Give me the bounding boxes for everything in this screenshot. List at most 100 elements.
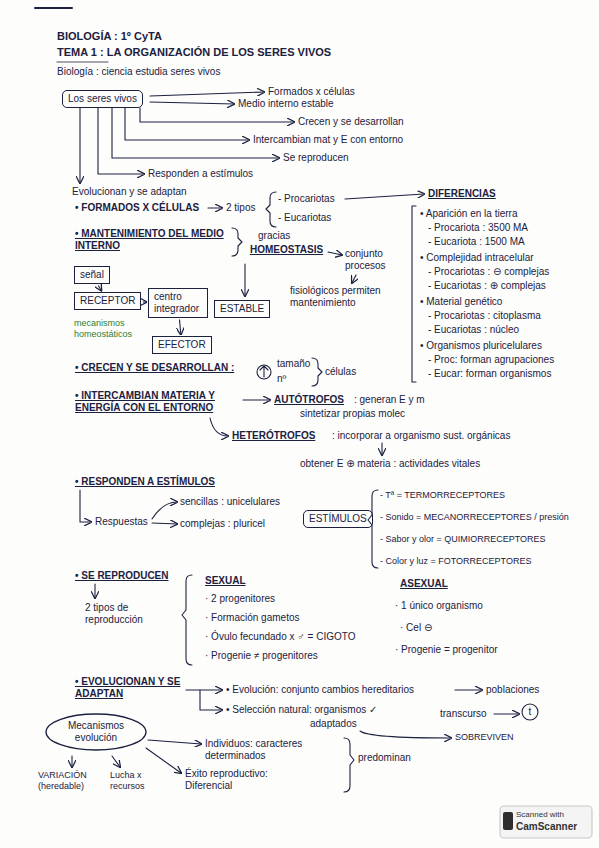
note-text: · Cel ⊖ — [400, 622, 432, 634]
note-text: VARIACIÓN (heredable) — [38, 770, 100, 792]
note-text: : incorporar a organismo sust. orgánicas — [332, 430, 510, 442]
note-text: Lucha x recursos — [110, 770, 155, 792]
note-text: predominan — [358, 752, 411, 764]
note-text: • CRECEN Y SE DESARROLLAN : — [75, 362, 234, 374]
note-text: Evolucionan y se adaptan — [72, 186, 187, 198]
note-text: • SE REPRODUCEN — [75, 570, 169, 582]
note-text: - Procariotas : citoplasma — [428, 310, 541, 322]
note-text: • FORMADOS X CÉLULAS — [75, 202, 199, 214]
boxed-term: EFECTOR — [152, 336, 212, 354]
note-text: • Evolución: conjunto cambios hereditari… — [226, 684, 414, 696]
note-text: gracias — [258, 230, 290, 242]
scan-mark — [35, 7, 72, 9]
note-text: 2 tipos de reproducción — [85, 602, 163, 626]
note-text: - Eucariotas : núcleo — [428, 324, 519, 336]
boxed-term: señal — [74, 266, 110, 284]
note-text: • Material genético — [420, 296, 502, 308]
note-text: ASEXUAL — [400, 578, 448, 590]
note-text: t — [526, 706, 534, 718]
note-text: sencillas : unicelulares — [180, 496, 280, 508]
note-text: Formados x células — [268, 86, 355, 98]
node-text: Los seres vivos — [68, 93, 137, 104]
note-text: • EVOLUCIONAN Y SE ADAPTAN — [75, 676, 185, 700]
note-text: · Óvulo fecundado x ♂ = CIGOTO — [205, 631, 355, 643]
note-text: SEXUAL — [205, 575, 246, 587]
connector-arrow — [143, 301, 147, 302]
node-text: RECEPTOR — [80, 295, 135, 306]
oval-node: Mecanismos evolución — [46, 714, 146, 750]
note-text: Individuos: caracteres determinados — [205, 738, 345, 762]
note-text: SOBREVIVEN — [455, 732, 514, 743]
note-text: sintetizar propias molec — [300, 408, 405, 420]
boxed-term: Los seres vivos — [62, 90, 143, 108]
boxed-term: ESTÍMULOS — [303, 510, 373, 528]
note-text: - Tª = TERMORRECEPTORES — [380, 490, 505, 501]
note-text: - Proc: forman agrupaciones — [428, 354, 554, 366]
note-text: - Procariotas : ⊖ complejas — [428, 266, 549, 278]
note-text: Respuestas — [95, 516, 148, 528]
node-text: ESTABLE — [220, 303, 264, 314]
watermark-frame — [500, 806, 592, 838]
note-text: Responden a estímulos — [148, 168, 253, 180]
note-text: • INTERCAMBIAN MATERIA Y ENERGÍA CON EL … — [75, 390, 240, 414]
node-text: centro integrador — [154, 291, 199, 314]
boxed-term: ESTABLE — [214, 300, 270, 318]
note-text: 2 tipos — [226, 202, 255, 214]
note-text: • Aparición en la tierra — [420, 208, 517, 220]
node-text: Mecanismos evolución — [68, 720, 124, 743]
note-text: - Sabor y olor = QUIMIORRECEPTORES — [380, 534, 546, 545]
note-text: mecanismos homeostáticos — [74, 318, 140, 340]
note-text: - Eucariota : 1500 MA — [428, 236, 525, 248]
note-text: adaptados — [310, 718, 357, 730]
note-text: • MANTENIMIENTO DEL MEDIO INTERNO — [75, 228, 225, 252]
node-text: ESTÍMULOS — [309, 513, 367, 524]
note-text: poblaciones — [486, 684, 539, 696]
note-text: Medio interno estable — [238, 98, 334, 110]
note-text: - Color y luz = FOTORRECEPTORES — [380, 556, 531, 567]
note-text: TEMA 1 : LA ORGANIZACIÓN DE LOS SERES VI… — [57, 46, 331, 59]
page-title: BIOLOGÍA : 1º CyTA — [57, 30, 162, 43]
note-text: Éxito reproductivo: Diferencial — [185, 768, 305, 792]
note-text: - Eucariotas — [278, 212, 331, 224]
note-text: complejas : pluricel — [180, 518, 265, 530]
note-text: - Sonido = MECANORRECEPTORES / presión — [380, 512, 569, 523]
note-text: • Complejidad intracelular — [420, 252, 534, 264]
note-text: Crecen y se desarrollan — [298, 116, 404, 128]
note-text: • RESPONDEN A ESTÍMULOS — [75, 476, 215, 488]
note-text: · Progenie = progenitor — [395, 644, 498, 656]
note-text: conjunto procesos — [345, 248, 399, 272]
node-text: EFECTOR — [158, 339, 206, 350]
connector-arrow — [98, 286, 101, 291]
note-text: CamScanner — [516, 821, 577, 833]
note-text: Intercambian mat y E con entorno — [253, 134, 403, 146]
note-text: - Eucar: forman organismos — [428, 368, 551, 380]
note-text: Scanned with — [516, 810, 564, 820]
node-text: señal — [80, 269, 104, 280]
underline — [57, 62, 108, 63]
note-text: DIFERENCIAS — [428, 188, 496, 200]
note-text: - Eucariotas : ⊕ complejas — [428, 280, 546, 292]
note-text: HETERÓTROFOS — [232, 430, 315, 442]
note-text: transcurso — [440, 708, 487, 720]
note-text: células — [325, 366, 356, 378]
watermark-logo — [503, 812, 513, 830]
note-text: nº — [277, 373, 286, 385]
note-text: · Formación gametos — [205, 612, 299, 624]
branch-arrows — [72, 92, 519, 773]
note-text: • Organismos pluricelulares — [420, 340, 542, 352]
note-text: - Procariota : 3500 MA — [428, 222, 528, 234]
connector-arrow — [179, 320, 180, 335]
note-text: • Selección natural: organismos ✓ — [226, 704, 377, 716]
note-text: · Progenie ≠ progenitores — [205, 650, 318, 662]
note-text: tamaño — [277, 358, 310, 370]
note-text: fisiológicos permiten mantenimiento — [290, 285, 395, 309]
note-text: : generan E y m — [354, 394, 425, 406]
note-text: - Procariotas — [278, 193, 335, 205]
note-text: HOMEOSTASIS — [250, 244, 323, 256]
note-text: Se reproducen — [283, 152, 349, 164]
note-text: · 2 progenitores — [205, 593, 275, 605]
note-text: AUTÓTROFOS — [274, 394, 344, 406]
note-text: · 1 único organismo — [395, 600, 483, 612]
note-text: obtener E ⊕ materia : actividades vitale… — [300, 458, 480, 470]
